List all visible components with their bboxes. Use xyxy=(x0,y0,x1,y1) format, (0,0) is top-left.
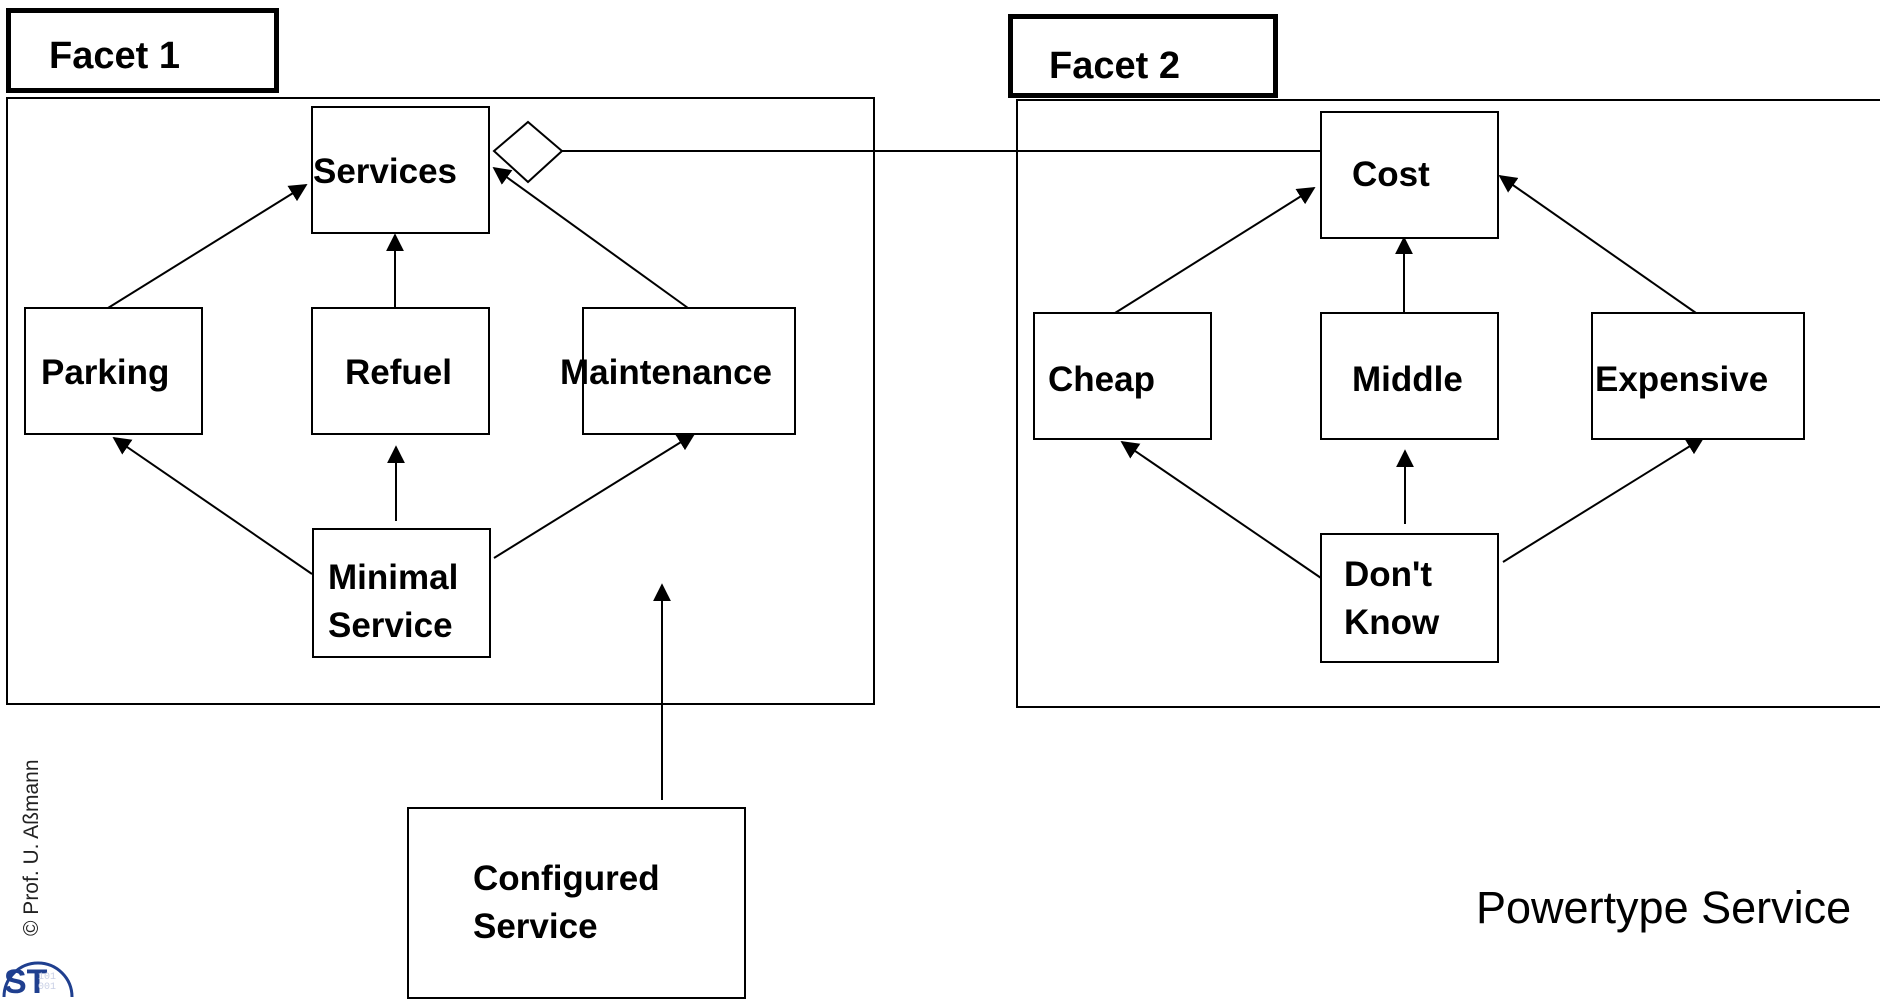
node-services-label: Services xyxy=(313,152,458,191)
arrow-parking-to-services xyxy=(107,184,308,309)
node-dont-know-label: Don't Know xyxy=(1344,555,1440,642)
svg-text:001: 001 xyxy=(38,982,56,993)
node-maintenance-label: Maintenance xyxy=(560,353,772,392)
node-maintenance: Maintenance xyxy=(560,307,796,435)
facet-2-label: Facet 2 xyxy=(1049,45,1180,87)
arrow-cheap-to-cost xyxy=(1114,187,1316,314)
facet-1-label: Facet 1 xyxy=(49,35,180,77)
arrow-minimal-to-parking xyxy=(112,436,313,575)
node-expensive-label: Expensive xyxy=(1595,360,1769,399)
node-middle: Middle xyxy=(1320,312,1499,440)
arrow-dontknow-to-cheap xyxy=(1120,440,1322,579)
slide-caption: Powertype Service xyxy=(1476,882,1852,933)
facet-1-frame xyxy=(6,97,875,705)
arrow-minimal-to-maintenance xyxy=(493,433,696,559)
node-middle-label: Middle xyxy=(1352,360,1463,399)
arrow-dontknow-to-expensive xyxy=(1502,437,1705,563)
svg-text:101: 101 xyxy=(38,972,56,983)
node-cheap: Cheap xyxy=(1033,312,1212,440)
facet-1-tab: Facet 1 xyxy=(6,8,279,93)
node-minimal-service: Minimal Service xyxy=(312,528,491,658)
arrow-expensive-to-cost xyxy=(1498,174,1697,314)
node-parking-label: Parking xyxy=(41,353,170,392)
node-dont-know: Don't Know xyxy=(1320,533,1499,663)
arrow-maintenance-to-services xyxy=(492,166,689,309)
node-configured-service-label: Configured Service xyxy=(473,859,660,946)
node-refuel: Refuel xyxy=(311,307,490,435)
node-cost: Cost xyxy=(1320,111,1499,239)
node-parking: Parking xyxy=(24,307,203,435)
node-cost-label: Cost xyxy=(1352,155,1430,194)
node-services: Services xyxy=(311,106,490,234)
st-logo: ST 101 001 xyxy=(0,957,74,997)
facet-2-frame xyxy=(1016,99,1880,708)
node-configured-service: Configured Service xyxy=(407,807,746,999)
node-expensive: Expensive xyxy=(1591,312,1805,440)
aggregation-diamond xyxy=(492,120,564,184)
st-logo-mark: ST xyxy=(4,963,48,997)
copyright-text: © Prof. U. Aßmann xyxy=(20,759,43,936)
node-minimal-service-label: Minimal Service xyxy=(328,558,459,645)
facet-2-tab: Facet 2 xyxy=(1008,14,1278,98)
node-cheap-label: Cheap xyxy=(1048,360,1155,399)
node-refuel-label: Refuel xyxy=(345,353,452,392)
